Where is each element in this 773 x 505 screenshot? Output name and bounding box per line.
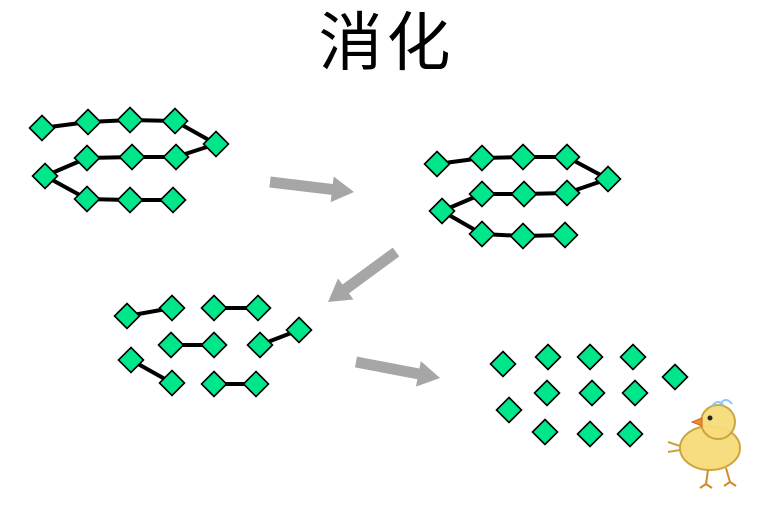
amino-acid-bead	[157, 331, 185, 359]
free-amino-acid	[533, 379, 561, 407]
amino-acid-bead	[158, 294, 186, 322]
amino-acid-bead	[74, 108, 102, 136]
amino-acid-bead	[200, 294, 228, 322]
arrow-icon	[354, 356, 440, 387]
free-amino-acid	[619, 343, 647, 371]
amino-acid-bead	[553, 179, 581, 207]
amino-acid-bead	[158, 369, 186, 397]
amino-acid-bead	[200, 370, 228, 398]
amino-acid-bead	[202, 130, 230, 158]
free-amino-acid	[531, 418, 559, 446]
amino-acid-bead	[242, 370, 270, 398]
amino-acid-bead	[553, 143, 581, 171]
amino-acid-bead	[244, 294, 272, 322]
free-amino-acid	[489, 350, 517, 378]
amino-acid-bead	[246, 331, 274, 359]
amino-acid-bead	[423, 150, 451, 178]
amino-acid-bead	[428, 197, 456, 225]
amino-acid-bead	[113, 302, 141, 330]
amino-acid-bead	[73, 185, 101, 213]
free-amino-acid	[495, 396, 523, 424]
amino-acid-bead	[162, 143, 190, 171]
amino-acid-bead	[551, 221, 579, 249]
process-arrows	[269, 176, 440, 387]
arrow-icon	[328, 247, 400, 302]
amino-acid-bead	[28, 114, 56, 142]
amino-acid-bead	[509, 143, 537, 171]
amino-acid-bead	[510, 180, 538, 208]
chick-icon	[667, 399, 741, 489]
amino-acid-bead	[31, 162, 59, 190]
free-amino-acid	[661, 363, 689, 391]
amino-acid-bead	[468, 220, 496, 248]
amino-acid-bead	[116, 186, 144, 214]
amino-acid-bead	[468, 144, 496, 172]
amino-acid-bead	[285, 316, 313, 344]
arrow-icon	[269, 176, 354, 203]
page-title: 消化	[318, 7, 455, 81]
free-amino-acid	[534, 343, 562, 371]
free-amino-acid	[578, 379, 606, 407]
amino-acid-bead	[594, 165, 622, 193]
free-amino-acid	[621, 379, 649, 407]
amino-acid-bead	[161, 107, 189, 135]
free-amino-acid	[576, 420, 604, 448]
amino-acid-bead	[509, 222, 537, 250]
amino-acid-bead	[73, 144, 101, 172]
amino-acid-bead	[468, 180, 496, 208]
free-amino-acid	[616, 420, 644, 448]
amino-acid-bead	[117, 346, 145, 374]
amino-acid-bead	[200, 331, 228, 359]
amino-acid-bead	[118, 143, 146, 171]
amino-acid-bead	[159, 186, 187, 214]
amino-acid-bead	[116, 106, 144, 134]
free-amino-acid	[576, 343, 604, 371]
amino-acid-beads	[28, 106, 689, 448]
